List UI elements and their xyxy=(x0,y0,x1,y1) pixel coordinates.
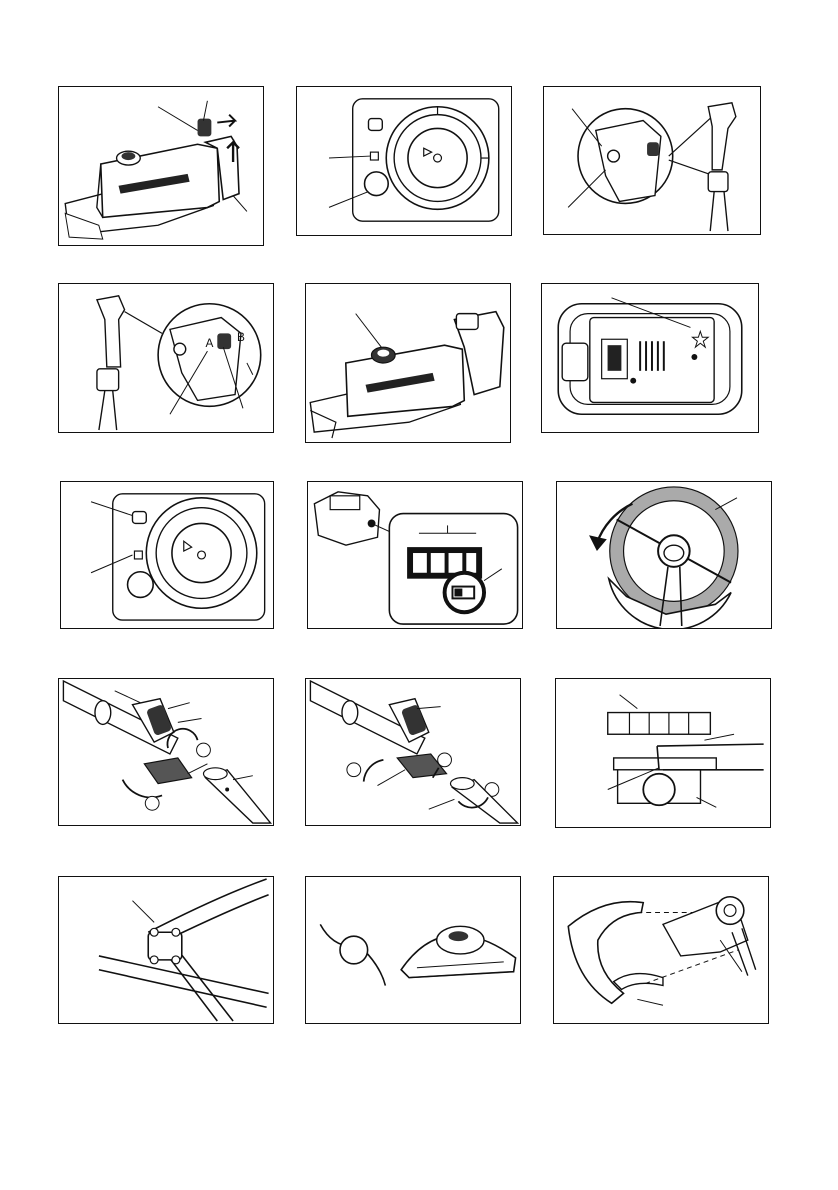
figure-6-battery-terminal xyxy=(541,283,759,433)
control-panel-illustration xyxy=(297,87,511,235)
handle-clamp-illustration xyxy=(59,877,273,1023)
guard-mounting-illustration xyxy=(554,877,768,1023)
figure-2-control-panel xyxy=(296,86,512,236)
figure-13-handle-clamp xyxy=(58,876,274,1024)
guard-rotation-illustration xyxy=(557,482,771,628)
figure-12-cross-section xyxy=(555,678,771,828)
figure-14-cutter-head-and-guard xyxy=(305,876,521,1024)
shaft-attach-illustration xyxy=(59,679,273,825)
cutter-head-guard-illustration xyxy=(306,877,520,1023)
lock-off-illustration: A B xyxy=(59,284,273,432)
figure-3-handle-switch-detail xyxy=(543,86,761,235)
battery-indicator-illustration xyxy=(308,482,522,628)
figure-15-guard-mounting xyxy=(553,876,769,1024)
figure-5-dial-knob xyxy=(305,283,511,443)
cross-section-illustration xyxy=(556,679,770,827)
figure-7-control-panel-indicators xyxy=(60,481,274,629)
figure-11-shaft-lock-step xyxy=(305,678,521,826)
figure-10-shaft-attach-step xyxy=(58,678,274,826)
figure-4-lock-off-button: A B xyxy=(58,283,274,433)
tool-housing-illustration xyxy=(59,87,263,245)
label-a: A xyxy=(205,336,213,350)
shaft-lock-illustration xyxy=(306,679,520,825)
figure-8-battery-indicator xyxy=(307,481,523,629)
figure-1-switch-housing xyxy=(58,86,264,246)
battery-terminal-illustration xyxy=(542,284,758,432)
label-b: B xyxy=(237,330,245,344)
handle-switch-illustration xyxy=(544,87,760,234)
control-panel-indicators-illustration xyxy=(61,482,273,628)
dial-knob-illustration xyxy=(306,284,510,442)
figure-9-guard-rotation xyxy=(556,481,772,629)
